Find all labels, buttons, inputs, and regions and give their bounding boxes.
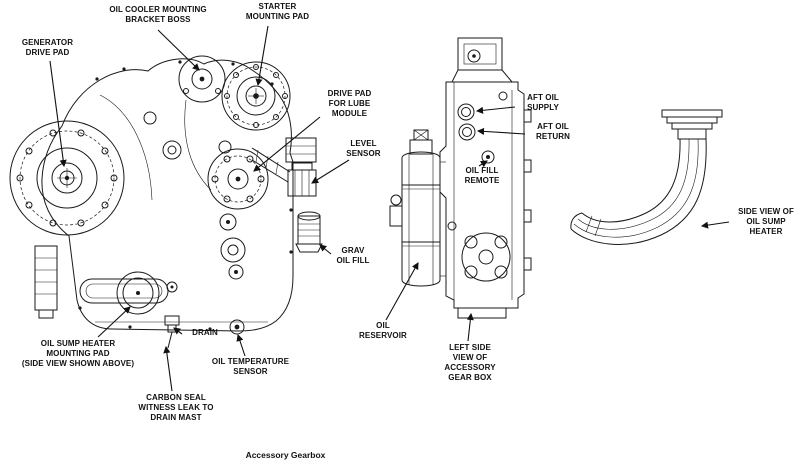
leader-arrow (173, 327, 183, 335)
label-sump-heater-pad: OIL SUMP HEATER MOUNTING PAD (SIDE VIEW … (21, 339, 135, 368)
leader-arrow (466, 312, 474, 342)
heater-drawing (570, 109, 723, 245)
oil-cooler-boss-feature (178, 55, 226, 103)
label-starter-pad: STARTER MOUNTING PAD (245, 2, 310, 21)
leader-arrow (311, 159, 350, 184)
label-left-side-view: LEFT SIDE VIEW OF ACCESSORY GEAR BOX (444, 343, 496, 382)
oil-fill-remote-feature (481, 150, 495, 164)
leader-arrow (476, 127, 526, 135)
label-lube-module-pad: DRIVE PAD FOR LUBE MODULE (327, 89, 372, 118)
leader-arrow (700, 221, 730, 229)
side-view-drawing (389, 37, 532, 319)
label-oil-fill-remote: OIL FILL REMOTE (464, 166, 500, 185)
diagram-caption: Accessory Gearbox (245, 450, 326, 460)
leader-arrow (319, 244, 332, 255)
label-aft-oil-return: AFT OIL RETURN (536, 122, 570, 141)
label-aft-oil-supply: AFT OIL SUPPLY (527, 93, 559, 112)
four-hole-pad-feature (461, 232, 511, 282)
leader-arrow (253, 116, 321, 172)
leader-arrow (97, 306, 131, 338)
leader-arrow (255, 25, 269, 87)
witness-leak-feature (166, 281, 178, 293)
label-oil-temp-sensor: OIL TEMPERATURE SENSOR (211, 357, 290, 376)
leader-arrow (478, 160, 488, 168)
sump-heater-pad-feature (79, 271, 169, 315)
label-level-sensor: LEVEL SENSOR (346, 139, 381, 158)
grav-oil-fill-feature (295, 211, 323, 253)
oil-reservoir-feature (389, 129, 446, 287)
front-view-drawing (9, 55, 323, 349)
leader-arrow (157, 29, 200, 71)
level-sensor-feature (251, 137, 317, 197)
leader-arrow (163, 345, 173, 392)
label-side-view-heater: SIDE VIEW OF OIL SUMP HEATER (738, 207, 794, 236)
leader-arrow (49, 60, 67, 168)
gear-train-feature (143, 111, 246, 280)
label-oil-cooler-bracket: OIL COOLER MOUNTING BRACKET BOSS (109, 5, 207, 24)
label-carbon-seal: CARBON SEAL WITNESS LEAK TO DRAIN MAST (138, 393, 214, 422)
leader-arrows (49, 25, 730, 392)
leader-arrow (236, 333, 246, 357)
aft-oil-ports-feature (457, 103, 476, 141)
label-drain: DRAIN (192, 328, 218, 337)
drain-feature (164, 315, 180, 349)
leader-arrow (385, 262, 419, 321)
lube-module-pad-feature (207, 148, 269, 210)
generator-drive-pad-feature (9, 120, 125, 236)
left-bracket-feature (34, 245, 58, 319)
label-oil-reservoir: OIL RESERVOIR (359, 321, 407, 340)
label-generator-drive-pad: GENERATOR DRIVE PAD (21, 38, 74, 57)
starter-mounting-pad-feature (221, 61, 291, 131)
label-grav-oil-fill: GRAV OIL FILL (336, 246, 370, 265)
housing-bolts (78, 60, 293, 331)
leader-arrow (475, 106, 516, 114)
